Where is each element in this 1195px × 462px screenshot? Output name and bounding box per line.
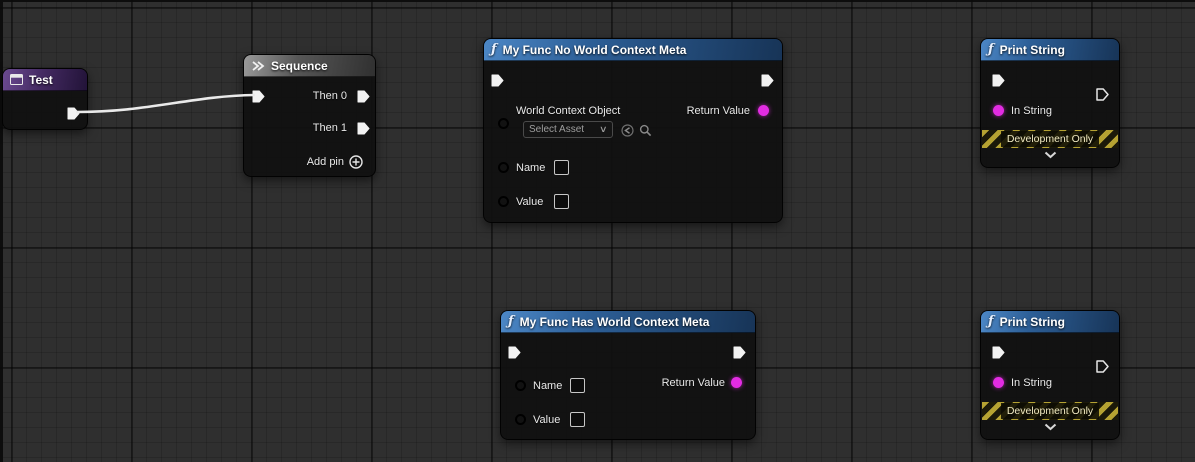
name-pin[interactable]: [515, 380, 526, 391]
value-pin[interactable]: [498, 196, 509, 207]
exec-output-pin[interactable]: [732, 345, 747, 360]
development-only-banner: Development Only: [982, 402, 1118, 420]
exec-input-pin[interactable]: [507, 345, 522, 360]
value-input[interactable]: [554, 194, 569, 209]
pin-label-name: Name: [516, 162, 546, 174]
function-icon: ƒ: [988, 314, 994, 329]
asset-select-value: Select Asset: [529, 124, 585, 135]
exec-output-pin[interactable]: [66, 106, 81, 121]
browse-asset-search-icon[interactable]: [639, 124, 652, 137]
pin-label-return-value: Return Value: [686, 105, 750, 117]
pin-label-in-string: In String: [1011, 105, 1052, 117]
name-pin[interactable]: [498, 162, 509, 173]
pin-label-then1: Then 1: [312, 122, 347, 134]
exec-output-pin-then0[interactable]: [356, 89, 371, 104]
return-value-pin[interactable]: [758, 105, 769, 116]
sequence-icon: [252, 60, 265, 71]
node-title: My Func No World Context Meta: [502, 42, 687, 57]
add-pin-icon: [349, 155, 363, 169]
node-my-func-no-world-context-meta[interactable]: ƒ My Func No World Context Meta World Co…: [483, 38, 783, 223]
exec-input-pin[interactable]: [251, 89, 266, 104]
pin-label-value: Value: [533, 414, 561, 426]
development-only-banner: Development Only: [982, 130, 1118, 148]
node-print-string-top[interactable]: ƒ Print String In String Development Onl…: [980, 38, 1120, 168]
exec-input-pin[interactable]: [490, 73, 505, 88]
node-sequence[interactable]: Sequence Then 0 Then 1 Add pin: [243, 54, 376, 177]
node-header[interactable]: ƒ My Func Has World Context Meta: [501, 311, 755, 333]
add-pin-label: Add pin: [306, 156, 344, 168]
node-title: Print String: [999, 42, 1065, 57]
collapse-chevron-icon[interactable]: [1044, 423, 1057, 431]
use-selected-asset-icon[interactable]: [621, 124, 634, 137]
pin-label-world-context: World Context Object: [516, 105, 621, 117]
world-context-object-pin[interactable]: [498, 118, 509, 129]
node-title: Test: [29, 72, 53, 87]
in-string-pin[interactable]: [993, 377, 1004, 388]
widget-icon: [10, 74, 23, 85]
pin-label-then0: Then 0: [312, 90, 347, 102]
exec-output-pin[interactable]: [760, 73, 775, 88]
exec-input-pin[interactable]: [991, 73, 1006, 88]
pin-label-return-value: Return Value: [661, 377, 725, 389]
wire-test-to-sequence[interactable]: [75, 93, 256, 114]
function-icon: ƒ: [491, 42, 497, 57]
wire-layer: [75, 93, 256, 114]
function-icon: ƒ: [988, 42, 994, 57]
node-test-event[interactable]: Test: [2, 68, 88, 130]
exec-input-pin[interactable]: [991, 345, 1006, 360]
node-header[interactable]: ƒ Print String: [981, 311, 1119, 333]
exec-output-pin[interactable]: [1095, 87, 1110, 102]
chevron-down-icon: ∨: [599, 124, 608, 134]
name-input[interactable]: [554, 160, 569, 175]
node-my-func-has-world-context-meta[interactable]: ƒ My Func Has World Context Meta Name Va…: [500, 310, 756, 440]
function-icon: ƒ: [508, 314, 514, 329]
node-title: My Func Has World Context Meta: [519, 314, 710, 329]
return-value-pin[interactable]: [731, 377, 742, 388]
pin-label-value: Value: [516, 196, 544, 208]
exec-output-pin[interactable]: [1095, 359, 1110, 374]
asset-select-dropdown[interactable]: Select Asset ∨: [523, 121, 613, 138]
exec-output-pin-then1[interactable]: [356, 121, 371, 136]
development-only-label: Development Only: [1000, 403, 1100, 419]
development-only-label: Development Only: [1000, 131, 1100, 147]
add-pin-button[interactable]: Add pin: [307, 155, 363, 169]
pin-label-name: Name: [533, 380, 563, 392]
collapse-chevron-icon[interactable]: [1044, 151, 1057, 159]
node-title: Print String: [999, 314, 1065, 329]
value-input[interactable]: [570, 412, 585, 427]
node-header[interactable]: Sequence: [244, 55, 375, 77]
in-string-pin[interactable]: [993, 105, 1004, 116]
node-header[interactable]: ƒ Print String: [981, 39, 1119, 61]
name-input[interactable]: [570, 378, 585, 393]
node-title: Sequence: [271, 58, 328, 73]
value-pin[interactable]: [515, 414, 526, 425]
node-print-string-bottom[interactable]: ƒ Print String In String Development Onl…: [980, 310, 1120, 440]
node-header[interactable]: Test: [3, 69, 87, 91]
node-header[interactable]: ƒ My Func No World Context Meta: [484, 39, 782, 61]
pin-label-in-string: In String: [1011, 377, 1052, 389]
